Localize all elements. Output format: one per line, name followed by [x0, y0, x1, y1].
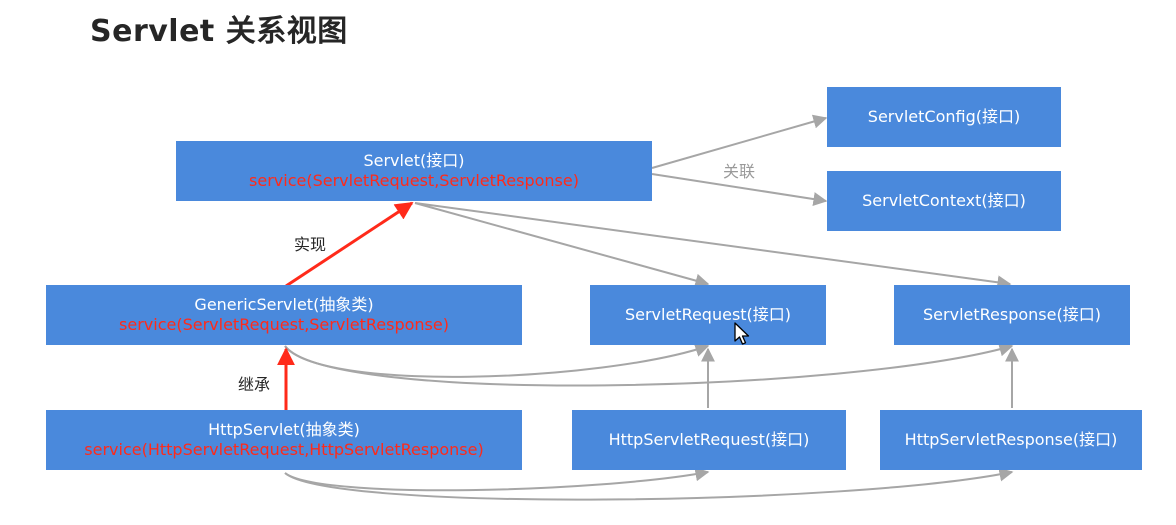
implements-arrow	[285, 201, 414, 288]
http-servlet-response-box-name: HttpServletResponse(接口)	[904, 430, 1118, 449]
association-arrow-context	[651, 173, 828, 206]
servlet-box: Servlet(接口) service(ServletRequest,Servl…	[176, 141, 652, 201]
mouse-cursor-icon	[734, 322, 750, 345]
servlet-request-box-name: ServletRequest(接口)	[624, 305, 792, 324]
servlet-context-box-name: ServletContext(接口)	[862, 191, 1026, 210]
http-servlet-request-box-name: HttpServletRequest(接口)	[608, 430, 810, 449]
generic-request-arrow	[284, 343, 710, 378]
http-servlet-box-name: HttpServlet(抽象类)	[208, 420, 360, 439]
servlet-config-box: ServletConfig(接口)	[827, 87, 1061, 147]
servlet-response-box: ServletResponse(接口)	[894, 285, 1130, 345]
generic-servlet-box-method: service(ServletRequest,ServletResponse)	[119, 315, 449, 334]
generic-servlet-box: GenericServlet(抽象类) service(ServletReque…	[46, 285, 522, 345]
http-servlet-request-box: HttpServletRequest(接口)	[572, 410, 846, 470]
servlet-context-box: ServletContext(接口)	[827, 171, 1061, 231]
page-title: Servlet 关系视图	[90, 14, 348, 49]
servlet-request-box: ServletRequest(接口)	[590, 285, 826, 345]
http-servlet-box: HttpServlet(抽象类) service(HttpServletRequ…	[46, 410, 522, 470]
servlet-config-box-name: ServletConfig(接口)	[867, 107, 1021, 126]
servlet-request-arrow	[414, 202, 710, 288]
generic-servlet-box-name: GenericServlet(抽象类)	[194, 295, 374, 314]
servlet-box-name: Servlet(接口)	[363, 151, 465, 170]
servlet-box-method: service(ServletRequest,ServletResponse)	[249, 171, 579, 190]
implements-label: 实现	[294, 235, 327, 254]
http-servlet-request-arrow	[284, 467, 710, 492]
http-servlet-box-method: service(HttpServletRequest,HttpServletRe…	[84, 440, 484, 459]
servlet-response-box-name: ServletResponse(接口)	[923, 305, 1101, 324]
association-arrow-config	[651, 114, 828, 169]
http-servlet-response-arrow	[284, 467, 1014, 501]
http-servlet-response-box: HttpServletResponse(接口)	[880, 410, 1142, 470]
inherits-label: 继承	[238, 375, 271, 394]
servlet-response-arrow	[414, 202, 1012, 290]
generic-response-arrow	[284, 342, 1014, 387]
association-label: 关联	[723, 162, 756, 181]
